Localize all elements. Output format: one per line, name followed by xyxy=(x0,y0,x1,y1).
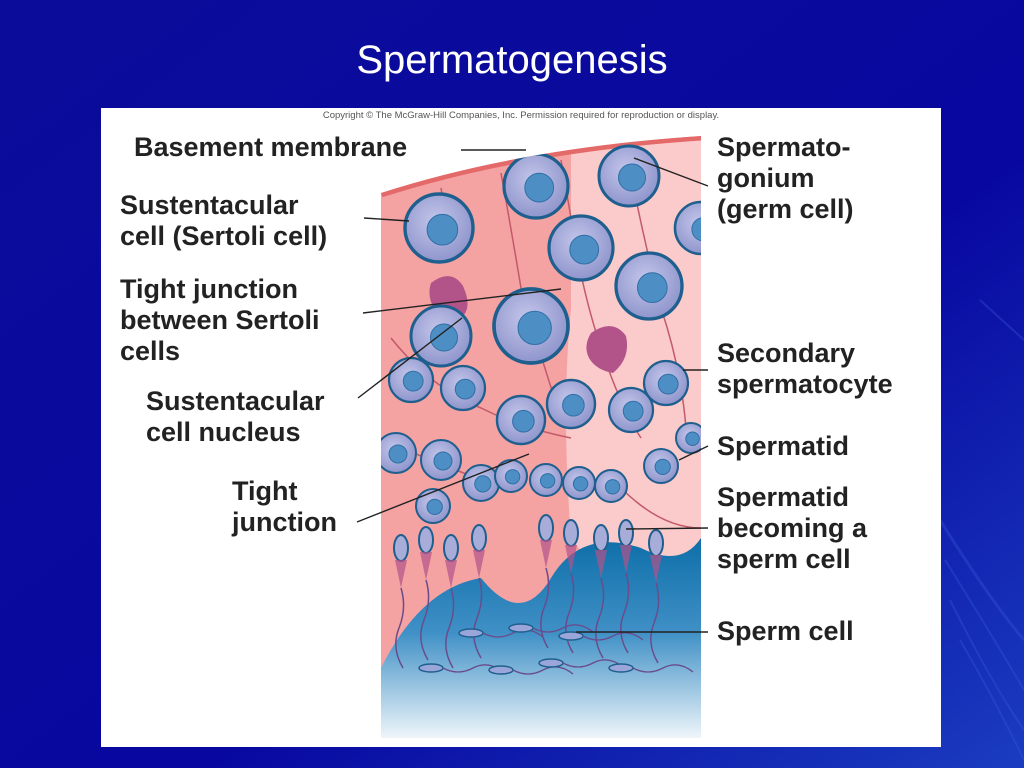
label-line: Sustentacular xyxy=(146,386,325,416)
spermatid-cell xyxy=(529,463,563,497)
spermatogonium-cell xyxy=(502,152,570,220)
spermatid-cell xyxy=(415,488,451,524)
secondary-spermatocyte-cell xyxy=(439,364,487,412)
elongating-spermatid xyxy=(393,534,409,669)
label-spermatogonium: Spermato- gonium (germ cell) xyxy=(717,132,854,225)
elongating-spermatid xyxy=(648,529,664,664)
spermatogonium-cell xyxy=(547,214,615,282)
label-basement-membrane: Basement membrane xyxy=(134,132,408,162)
elongating-spermatid xyxy=(471,524,487,659)
lumen xyxy=(381,538,701,738)
sperm-cell xyxy=(508,623,594,633)
elongating-spermatid xyxy=(418,526,434,661)
sperm-cell xyxy=(488,665,574,675)
label-sustentacular-nucleus: Sustentacular cell nucleus xyxy=(146,386,325,448)
label-line: cells xyxy=(120,336,181,366)
label-line: Spermatid xyxy=(717,482,850,512)
label-tight-junction-sertoli: Tight junction between Sertoli cells xyxy=(120,274,320,367)
spermatid-cell xyxy=(594,469,628,503)
spermatogonium-cell xyxy=(614,251,684,321)
spermatid-cell xyxy=(562,466,596,500)
label-line: Spermato- xyxy=(717,132,851,162)
slide-title: Spermatogenesis xyxy=(356,38,668,82)
label-line: cell nucleus xyxy=(146,417,301,447)
spermatid-cell xyxy=(462,464,500,502)
elongating-spermatid xyxy=(618,519,634,654)
copyright-notice: Copyright © The McGraw-Hill Companies, I… xyxy=(322,110,720,121)
secondary-spermatocyte-cell xyxy=(495,394,547,446)
spermatogonium-cell xyxy=(409,304,473,368)
label-line: gonium xyxy=(717,163,815,193)
label-line: sperm cell xyxy=(717,544,851,574)
spermatid-cell xyxy=(643,448,679,484)
label-tight-junction: Tight junction xyxy=(232,476,337,538)
label-line: Sustentacular xyxy=(120,190,299,220)
label-sperm-cell: Sperm cell xyxy=(717,616,854,646)
label-line: spermatocyte xyxy=(717,369,893,399)
sperm-cell xyxy=(458,628,544,638)
sperm-cells xyxy=(393,514,694,675)
sperm-cell xyxy=(538,658,624,668)
secondary-spermatocyte-cell xyxy=(381,432,417,474)
label-line: Secondary xyxy=(717,338,856,368)
label-line: becoming a xyxy=(717,513,868,543)
seminiferous-tubule-diagram xyxy=(356,136,709,738)
germ-cells xyxy=(381,144,701,524)
secondary-spermatocyte-cell xyxy=(607,386,655,434)
spermatogonium-cell xyxy=(597,144,661,208)
spermatogenesis-figure: Copyright © The McGraw-Hill Companies, I… xyxy=(101,108,941,747)
spermatogonium-cell xyxy=(492,287,570,365)
label-line: junction xyxy=(232,507,337,537)
label-secondary-spermatocyte: Secondary spermatocyte xyxy=(717,338,893,400)
spermatid-cell xyxy=(675,422,701,454)
label-line: between Sertoli xyxy=(120,305,320,335)
elongating-spermatid xyxy=(443,534,459,669)
label-line: (germ cell) xyxy=(717,194,854,224)
secondary-spermatocyte-cell xyxy=(642,359,690,407)
label-spermatid: Spermatid xyxy=(717,431,850,461)
background-streaks xyxy=(938,299,1024,761)
label-sustentacular-cell: Sustentacular cell (Sertoli cell) xyxy=(120,190,327,252)
sperm-cell xyxy=(608,663,694,673)
label-line: Tight xyxy=(232,476,298,506)
label-spermatid-becoming-sperm: Spermatid becoming a sperm cell xyxy=(717,482,867,575)
spermatid-cell xyxy=(494,459,528,493)
elongating-spermatid xyxy=(563,519,579,654)
secondary-spermatocyte-cell xyxy=(545,378,597,430)
label-line: cell (Sertoli cell) xyxy=(120,221,328,251)
label-line: Tight junction xyxy=(120,274,298,304)
secondary-spermatocyte-cell xyxy=(387,356,435,404)
elongating-spermatid xyxy=(593,524,609,659)
secondary-spermatocyte-cell xyxy=(420,439,462,481)
sperm-cell xyxy=(558,631,644,641)
leader-lines xyxy=(356,149,709,633)
spermatogonium-cell xyxy=(403,192,475,264)
spermatogonium-cell xyxy=(673,200,701,256)
